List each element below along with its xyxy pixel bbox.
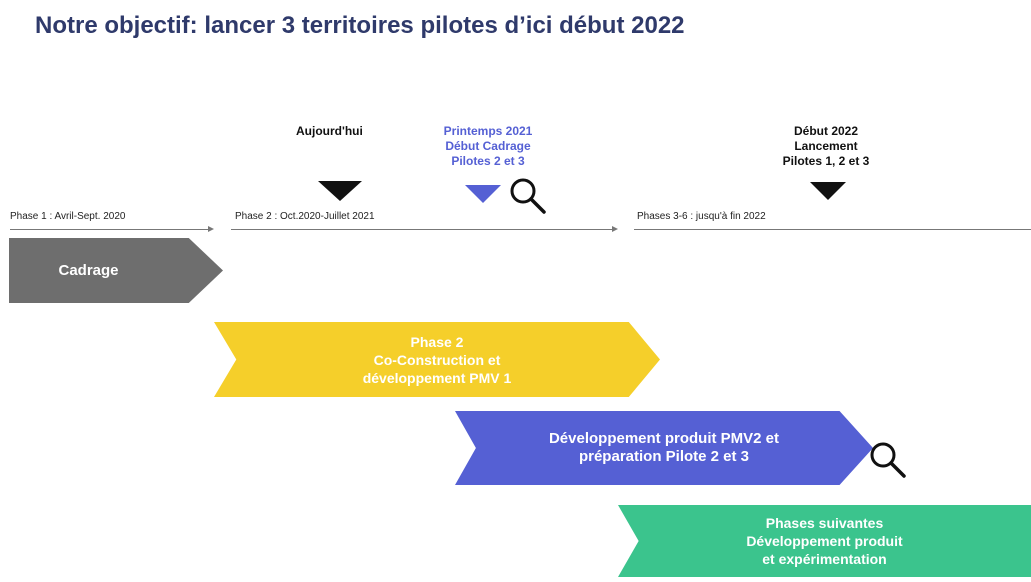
phase2-line	[231, 229, 614, 230]
marker-line: Pilotes 1, 2 et 3	[782, 154, 870, 168]
chevron-label: Co-Construction et	[373, 351, 501, 368]
chevron-label: Développement produit PMV2 et	[548, 430, 780, 447]
chevron-label: Cadrage	[58, 261, 119, 279]
marker-line: Début 2022	[793, 124, 859, 138]
chevron-label: préparation Pilote 2 et 3	[578, 448, 750, 465]
chevron-label: développement PMV 1	[362, 369, 512, 386]
marker-debut2022-triangle	[810, 182, 846, 200]
marker-line: Aujourd'hui	[296, 124, 363, 138]
marker-printemps-label: Printemps 2021 Début Cadrage Pilotes 2 e…	[432, 124, 544, 169]
phase1-line	[10, 229, 210, 230]
marker-aujourdhui-triangle	[318, 181, 362, 201]
magnifier-icon[interactable]	[868, 440, 910, 480]
page-title: Notre objectif: lancer 3 territoires pil…	[35, 12, 685, 39]
phase1-label: Phase 1 : Avril-Sept. 2020	[10, 211, 126, 222]
phase3-line	[634, 229, 1031, 230]
marker-line: Printemps 2021	[443, 124, 533, 138]
chevron-phase2: Phase 2 Co-Construction et développement…	[214, 322, 660, 397]
chevron-label: Phase 2	[410, 333, 464, 350]
chevron-label: et expérimentation	[762, 551, 887, 567]
chevron-label: Phases suivantes	[765, 515, 884, 531]
phase2-label: Phase 2 : Oct.2020-Juillet 2021	[235, 211, 375, 222]
phase3-label: Phases 3-6 : jusqu'à fin 2022	[637, 211, 766, 222]
chevron-label: Développement produit	[746, 533, 903, 549]
chevron-pmv2: Développement produit PMV2 et préparatio…	[455, 411, 873, 485]
marker-aujourdhui-label: Aujourd'hui	[296, 124, 363, 139]
marker-printemps-triangle	[465, 185, 501, 203]
marker-line: Début Cadrage	[445, 139, 531, 153]
phase1-arrow	[208, 226, 214, 232]
chevron-suivantes: Phases suivantes Développement produit e…	[618, 505, 1031, 577]
phase2-arrow	[612, 226, 618, 232]
magnifier-icon[interactable]	[508, 176, 550, 216]
marker-debut2022-label: Début 2022 Lancement Pilotes 1, 2 et 3	[770, 124, 882, 169]
chevron-cadrage: Cadrage	[9, 238, 223, 303]
marker-line: Lancement	[794, 139, 858, 153]
marker-line: Pilotes 2 et 3	[451, 154, 525, 168]
